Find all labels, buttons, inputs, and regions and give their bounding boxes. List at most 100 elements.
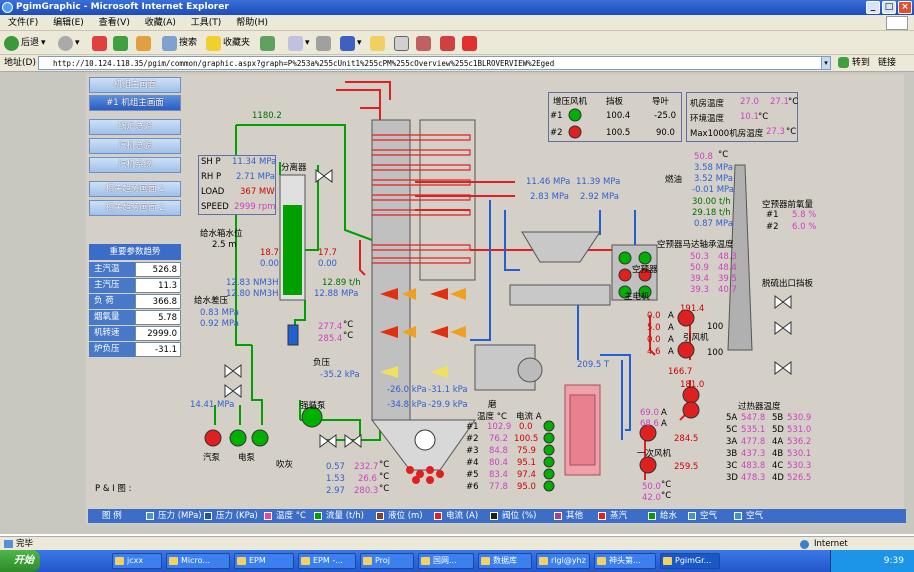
- nav-turbine-system[interactable]: 汽机系统: [89, 157, 181, 173]
- close-button[interactable]: ×: [898, 1, 912, 14]
- pa-temp-4: 42.0: [642, 493, 661, 503]
- go-arrow-icon: [838, 57, 849, 68]
- pa-temp-2: 68.6: [640, 419, 659, 429]
- elec-pump-icon[interactable]: [229, 429, 247, 447]
- stop-button[interactable]: [92, 34, 107, 52]
- task-item[interactable]: 神头第...: [594, 553, 656, 569]
- aph-motor-icon[interactable]: [618, 251, 632, 265]
- toolbar: 后退 ▾ ▾ 搜索 收藏夹 ▾ ▾: [0, 31, 914, 55]
- minimize-button[interactable]: _: [866, 1, 880, 14]
- nav-turbine[interactable]: 汽机总貌: [89, 138, 181, 154]
- menu-help[interactable]: 帮助(H): [236, 18, 268, 28]
- main-motor-label: 主电机: [624, 292, 650, 302]
- feed-diff-1: 0.83 MPa: [200, 308, 239, 318]
- history-button[interactable]: [260, 34, 275, 52]
- aph-motor-3-icon[interactable]: [618, 268, 632, 282]
- tube-temp: 531.0: [787, 425, 812, 435]
- ie-logo-icon: [2, 2, 13, 13]
- pa-fan-4-icon[interactable]: [639, 456, 657, 474]
- task-item[interactable]: Micro...: [166, 553, 230, 569]
- id-fan-2-icon[interactable]: [677, 341, 695, 359]
- task-item-active[interactable]: PgimGr...: [660, 553, 720, 569]
- aph-motor-6-icon[interactable]: [638, 285, 652, 299]
- pid-label[interactable]: P & I 图 :: [95, 484, 132, 494]
- fan-2-vane: 90.0: [656, 128, 675, 138]
- aph-motor-5-icon[interactable]: [618, 285, 632, 299]
- task-item[interactable]: 国网...: [418, 553, 474, 569]
- tube-temp: 477.8: [741, 437, 766, 447]
- task-item[interactable]: EPM -...: [298, 553, 356, 569]
- task-item[interactable]: jcxx: [112, 553, 162, 569]
- zone-text: Internet: [814, 539, 848, 549]
- room-temp-unit: °C: [788, 97, 799, 107]
- mill-1-temp: 102.9: [487, 422, 512, 432]
- k-button[interactable]: [394, 34, 409, 52]
- go-button[interactable]: 转到: [838, 55, 870, 72]
- tube-temp: 483.8: [741, 461, 766, 471]
- elec-pump-2-icon[interactable]: [251, 429, 269, 447]
- bird-button[interactable]: [440, 34, 455, 52]
- start-button[interactable]: 开始: [0, 550, 40, 572]
- trend-row[interactable]: 炉负压-31.1: [89, 342, 181, 357]
- clock[interactable]: 9:39: [883, 556, 904, 566]
- edit-button[interactable]: ▾: [340, 34, 362, 52]
- legend-swatch: [554, 512, 562, 520]
- task-item[interactable]: Proj: [360, 553, 414, 569]
- aph-motor-2-icon[interactable]: [638, 251, 652, 265]
- nav-trend-2[interactable]: 相关趋势画面 2: [89, 200, 181, 216]
- back-button[interactable]: 后退 ▾: [4, 34, 46, 52]
- water-level-label: 给水箱水位: [200, 229, 243, 239]
- legend-item: 压力 (KPa): [216, 511, 258, 521]
- menu-file[interactable]: 文件(F): [8, 18, 39, 28]
- nav-trend-1[interactable]: 相关趋势画面 1: [89, 181, 181, 197]
- menu-edit[interactable]: 编辑(E): [53, 18, 84, 28]
- search-button[interactable]: 搜索: [162, 34, 197, 52]
- menu-view[interactable]: 查看(V): [98, 18, 130, 28]
- links-button[interactable]: 链接: [878, 58, 897, 68]
- print-button[interactable]: [316, 34, 331, 52]
- favorites-button[interactable]: 收藏夹: [206, 34, 250, 52]
- pa-fan-2-icon[interactable]: [682, 401, 700, 419]
- menu-bar: 文件(F) 编辑(E) 查看(V) 收藏(A) 工具(T) 帮助(H): [0, 15, 914, 31]
- task-item[interactable]: 数据库: [478, 553, 532, 569]
- title-bar: PgimGraphic - Microsoft Internet Explore…: [0, 0, 914, 15]
- address-input[interactable]: http://10.124.118.35/pgim/common/graphic…: [38, 56, 828, 70]
- refresh-button[interactable]: [113, 34, 128, 52]
- pa-fan-3-icon[interactable]: [639, 424, 657, 442]
- task-item[interactable]: rlgl@yhz: [536, 553, 590, 569]
- nav-boiler[interactable]: 锅炉总貌: [89, 119, 181, 135]
- strong-circulation-pump[interactable]: [301, 406, 323, 428]
- task-item[interactable]: EPM: [234, 553, 294, 569]
- nav-unit1-main[interactable]: #1 机组主画面: [89, 95, 181, 111]
- forward-button[interactable]: ▾: [58, 34, 80, 52]
- legend-swatch: [688, 512, 696, 520]
- legend-item: 空气: [746, 511, 764, 521]
- mill-5-temp: 83.4: [489, 470, 508, 480]
- maximize-button[interactable]: □: [882, 1, 896, 14]
- home-button[interactable]: [136, 34, 151, 52]
- mail-button[interactable]: ▾: [288, 34, 310, 52]
- booster-fan-2-icon[interactable]: [568, 125, 582, 139]
- tube-id: 4B: [772, 449, 784, 459]
- pa-temp-unit-3: °C: [661, 480, 672, 490]
- address-dropdown-button[interactable]: ▾: [821, 56, 831, 70]
- temp-unit-1: °C: [343, 320, 354, 330]
- steam-pump-icon[interactable]: [204, 429, 222, 447]
- menu-favorites[interactable]: 收藏(A): [144, 18, 176, 28]
- aph-motor-4-icon[interactable]: [638, 268, 652, 282]
- folder-button[interactable]: [370, 34, 385, 52]
- oil-temp-unit: °C: [718, 150, 729, 160]
- menu-tools[interactable]: 工具(T): [190, 18, 222, 28]
- id-fan-1-icon[interactable]: [677, 309, 695, 327]
- booster-fan-1-icon[interactable]: [568, 108, 582, 122]
- mill-5-cur: 97.4: [517, 470, 536, 480]
- flag-button[interactable]: [462, 34, 477, 52]
- nav-unit-main[interactable]: 机组主画面: [89, 77, 181, 93]
- tool-button[interactable]: [416, 34, 431, 52]
- aph-temp-3: 50.9: [690, 263, 709, 273]
